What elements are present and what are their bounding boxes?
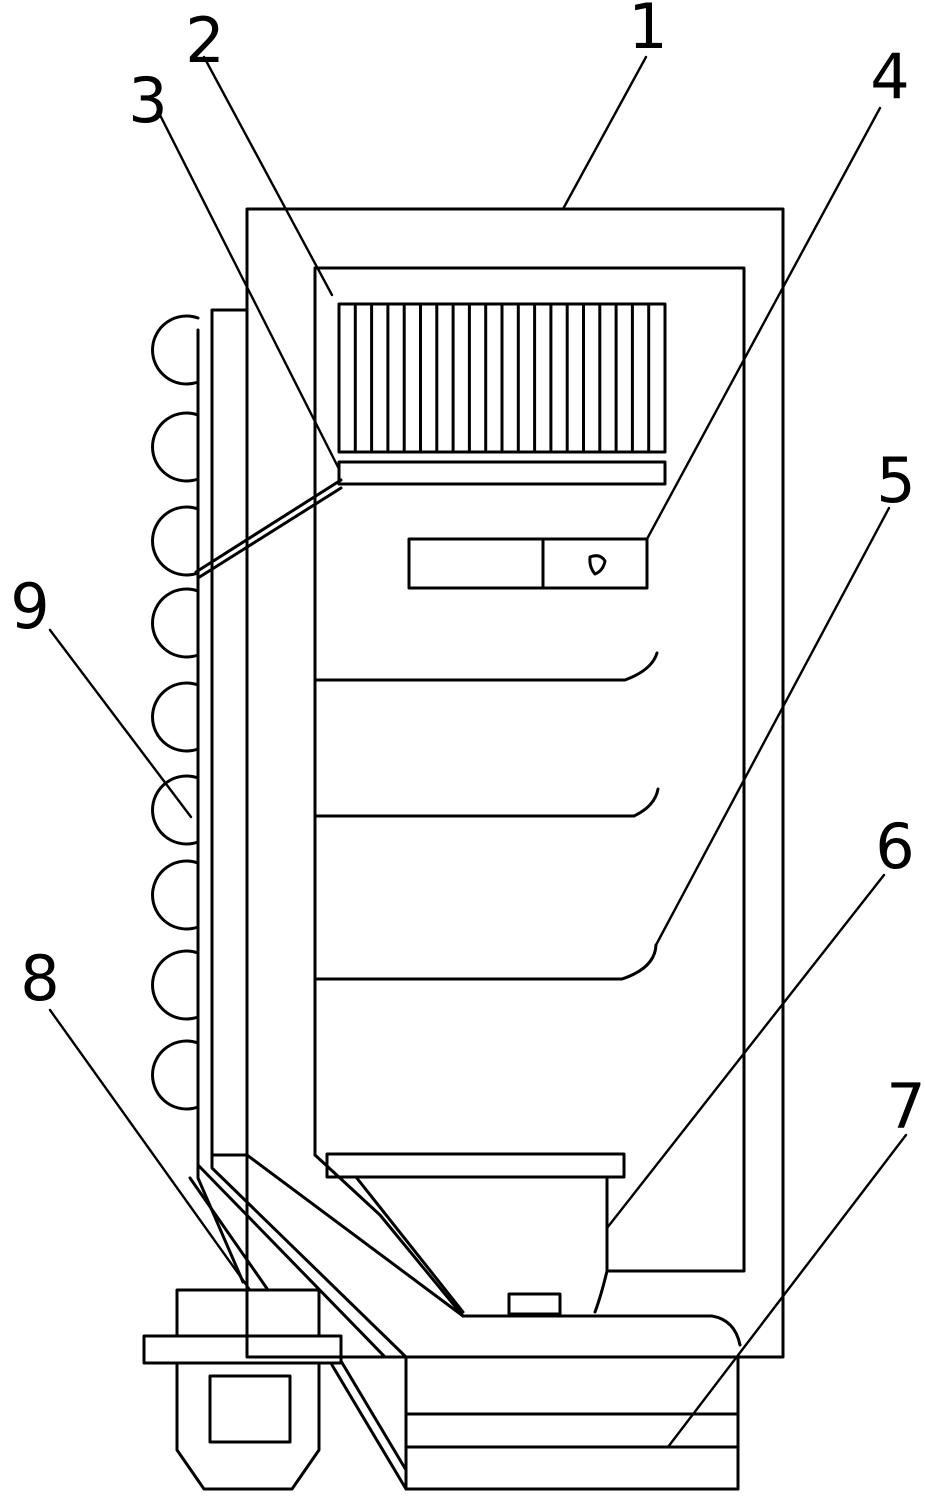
coil-loop <box>153 507 198 575</box>
coil-loop <box>153 413 198 481</box>
callout-7: 7 <box>886 1070 925 1143</box>
leader-line-2 <box>204 57 332 295</box>
heating-grille-bars <box>355 306 648 450</box>
shelf <box>317 653 657 680</box>
shelf <box>317 789 658 816</box>
control-box <box>409 539 647 588</box>
condenser-tube <box>198 330 243 1282</box>
leader-line-5 <box>656 508 889 945</box>
coil-loop <box>153 776 198 844</box>
leader-line-8 <box>50 1010 250 1290</box>
inner-chamber-wall <box>315 268 744 1271</box>
callout-4: 4 <box>870 40 909 113</box>
indicator-icon <box>590 556 605 574</box>
coil-loop <box>153 1041 198 1109</box>
base-housing <box>406 1357 738 1489</box>
tank-lid <box>327 1154 624 1177</box>
coil-loops <box>153 316 198 1109</box>
connection-pipe <box>332 1365 406 1489</box>
pump-body <box>177 1363 319 1489</box>
coil-loop <box>153 951 198 1019</box>
side-panel <box>212 310 247 1155</box>
duct-inner <box>247 1155 740 1345</box>
leader-line-9 <box>50 630 191 817</box>
pump-window <box>210 1376 290 1442</box>
sensor-wire <box>196 480 341 572</box>
sensor-wire <box>198 488 341 578</box>
leader-line-1 <box>563 57 646 209</box>
coil-loop <box>153 861 198 929</box>
callout-2: 2 <box>185 4 224 77</box>
water-tank <box>356 1177 607 1312</box>
leader-line-7 <box>668 1135 906 1447</box>
coil-loop <box>153 683 198 751</box>
pump-flange <box>144 1336 341 1363</box>
callout-6: 6 <box>875 810 914 883</box>
condenser-tube <box>212 1155 406 1357</box>
shelf <box>317 945 656 979</box>
coil-loop <box>153 589 198 657</box>
callout-5: 5 <box>876 444 915 517</box>
connection-pipe <box>341 1361 406 1470</box>
callout-9: 9 <box>10 570 49 643</box>
callout-1: 1 <box>628 0 667 63</box>
coil-loop <box>153 316 198 384</box>
callout-8: 8 <box>20 942 59 1015</box>
leader-line-4 <box>647 108 880 539</box>
leader-line-3 <box>160 115 339 469</box>
tank-outlet <box>509 1294 560 1314</box>
callout-3: 3 <box>128 64 167 137</box>
cabinet-outer-wall <box>247 209 783 1357</box>
sensor-bar <box>339 462 665 484</box>
